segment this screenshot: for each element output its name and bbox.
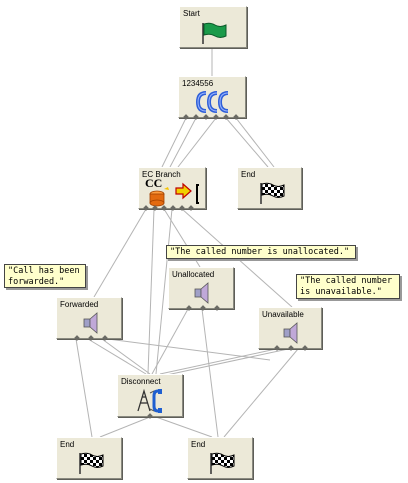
- connector-disconnect-end-left: [99, 416, 151, 438]
- disconnect-node[interactable]: Disconnect: [117, 374, 183, 419]
- connector-number-ecbranch-1: [161, 117, 187, 168]
- connector-unavailable-disconnect: [159, 348, 277, 375]
- ec-branch-icon-text: CC: [145, 176, 163, 190]
- note-line: forwarded.": [8, 277, 65, 287]
- node-label: Forwarded: [60, 300, 99, 309]
- connector-forwarded-disconnect-2: [101, 338, 151, 375]
- green-flag-icon: [202, 22, 227, 44]
- connector-unallocated-end-right: [201, 308, 219, 438]
- node-label: Start: [183, 9, 200, 18]
- connector-forwarded-end-left: [75, 338, 93, 438]
- connector-forwarded-right: [107, 338, 271, 361]
- node-label: End: [60, 440, 75, 449]
- checkered-flag-icon: [210, 452, 235, 474]
- speaker-icon: [194, 282, 209, 304]
- end-node-top[interactable]: End: [237, 167, 302, 209]
- note-line: is unavailable.": [300, 287, 382, 297]
- node-label: 1234556: [182, 79, 214, 88]
- connector-number-ecbranch-3: [177, 117, 217, 168]
- node-label: End: [191, 440, 206, 449]
- connector-disconnect-end-right: [155, 416, 213, 438]
- connector-ecbranch-disconnect-2: [155, 208, 173, 375]
- speaker-icon: [283, 322, 298, 344]
- note-unallocated[interactable]: "The called number is unallocated.": [166, 245, 356, 259]
- connector-ecbranch-forwarded: [93, 208, 147, 298]
- connector-forwarded-disconnect: [87, 338, 147, 375]
- note-unavailable[interactable]: "The called number is unavailable.": [296, 274, 400, 299]
- node-label: Unavailable: [262, 310, 304, 319]
- end-node-right[interactable]: End: [187, 437, 253, 479]
- connector-unavailable-end-right: [223, 348, 299, 438]
- forwarded-node[interactable]: Forwarded: [56, 297, 122, 341]
- note-line: "The called number: [300, 276, 393, 286]
- note-line: "The called number is unallocated.": [170, 247, 350, 257]
- start-node[interactable]: Start: [179, 6, 247, 48]
- ccc-icon: [195, 91, 229, 113]
- ccc-node[interactable]: 1234556: [178, 76, 246, 120]
- unallocated-node[interactable]: Unallocated: [168, 267, 234, 311]
- node-label: EC Branch: [142, 170, 181, 179]
- connector-unallocated-disconnect: [151, 308, 189, 375]
- note-forwarded[interactable]: "Call has been forwarded.": [4, 264, 86, 288]
- speaker-icon: [83, 312, 98, 334]
- connector-number-end-1: [225, 117, 269, 168]
- connectors: [75, 48, 299, 438]
- checkered-flag-icon: [260, 182, 285, 204]
- connector-ecbranch-disconnect-1: [147, 208, 155, 375]
- connector-number-end-2: [235, 117, 275, 168]
- connector-unavailable-disconnect-2: [161, 348, 289, 377]
- note-line: "Call has been: [8, 266, 80, 276]
- unavailable-node[interactable]: Unavailable: [258, 307, 322, 351]
- node-label: End: [241, 170, 256, 179]
- ec-branch-node[interactable]: EC Branch CC: [138, 167, 206, 211]
- connector-number-ecbranch-2: [169, 117, 197, 168]
- node-label: Unallocated: [172, 270, 215, 279]
- checkered-flag-icon: [79, 452, 104, 474]
- ec-branch-icon: [149, 182, 199, 207]
- node-label: Disconnect: [121, 377, 161, 386]
- end-node-left[interactable]: End: [56, 437, 122, 479]
- disconnect-phone-icon: [137, 388, 162, 413]
